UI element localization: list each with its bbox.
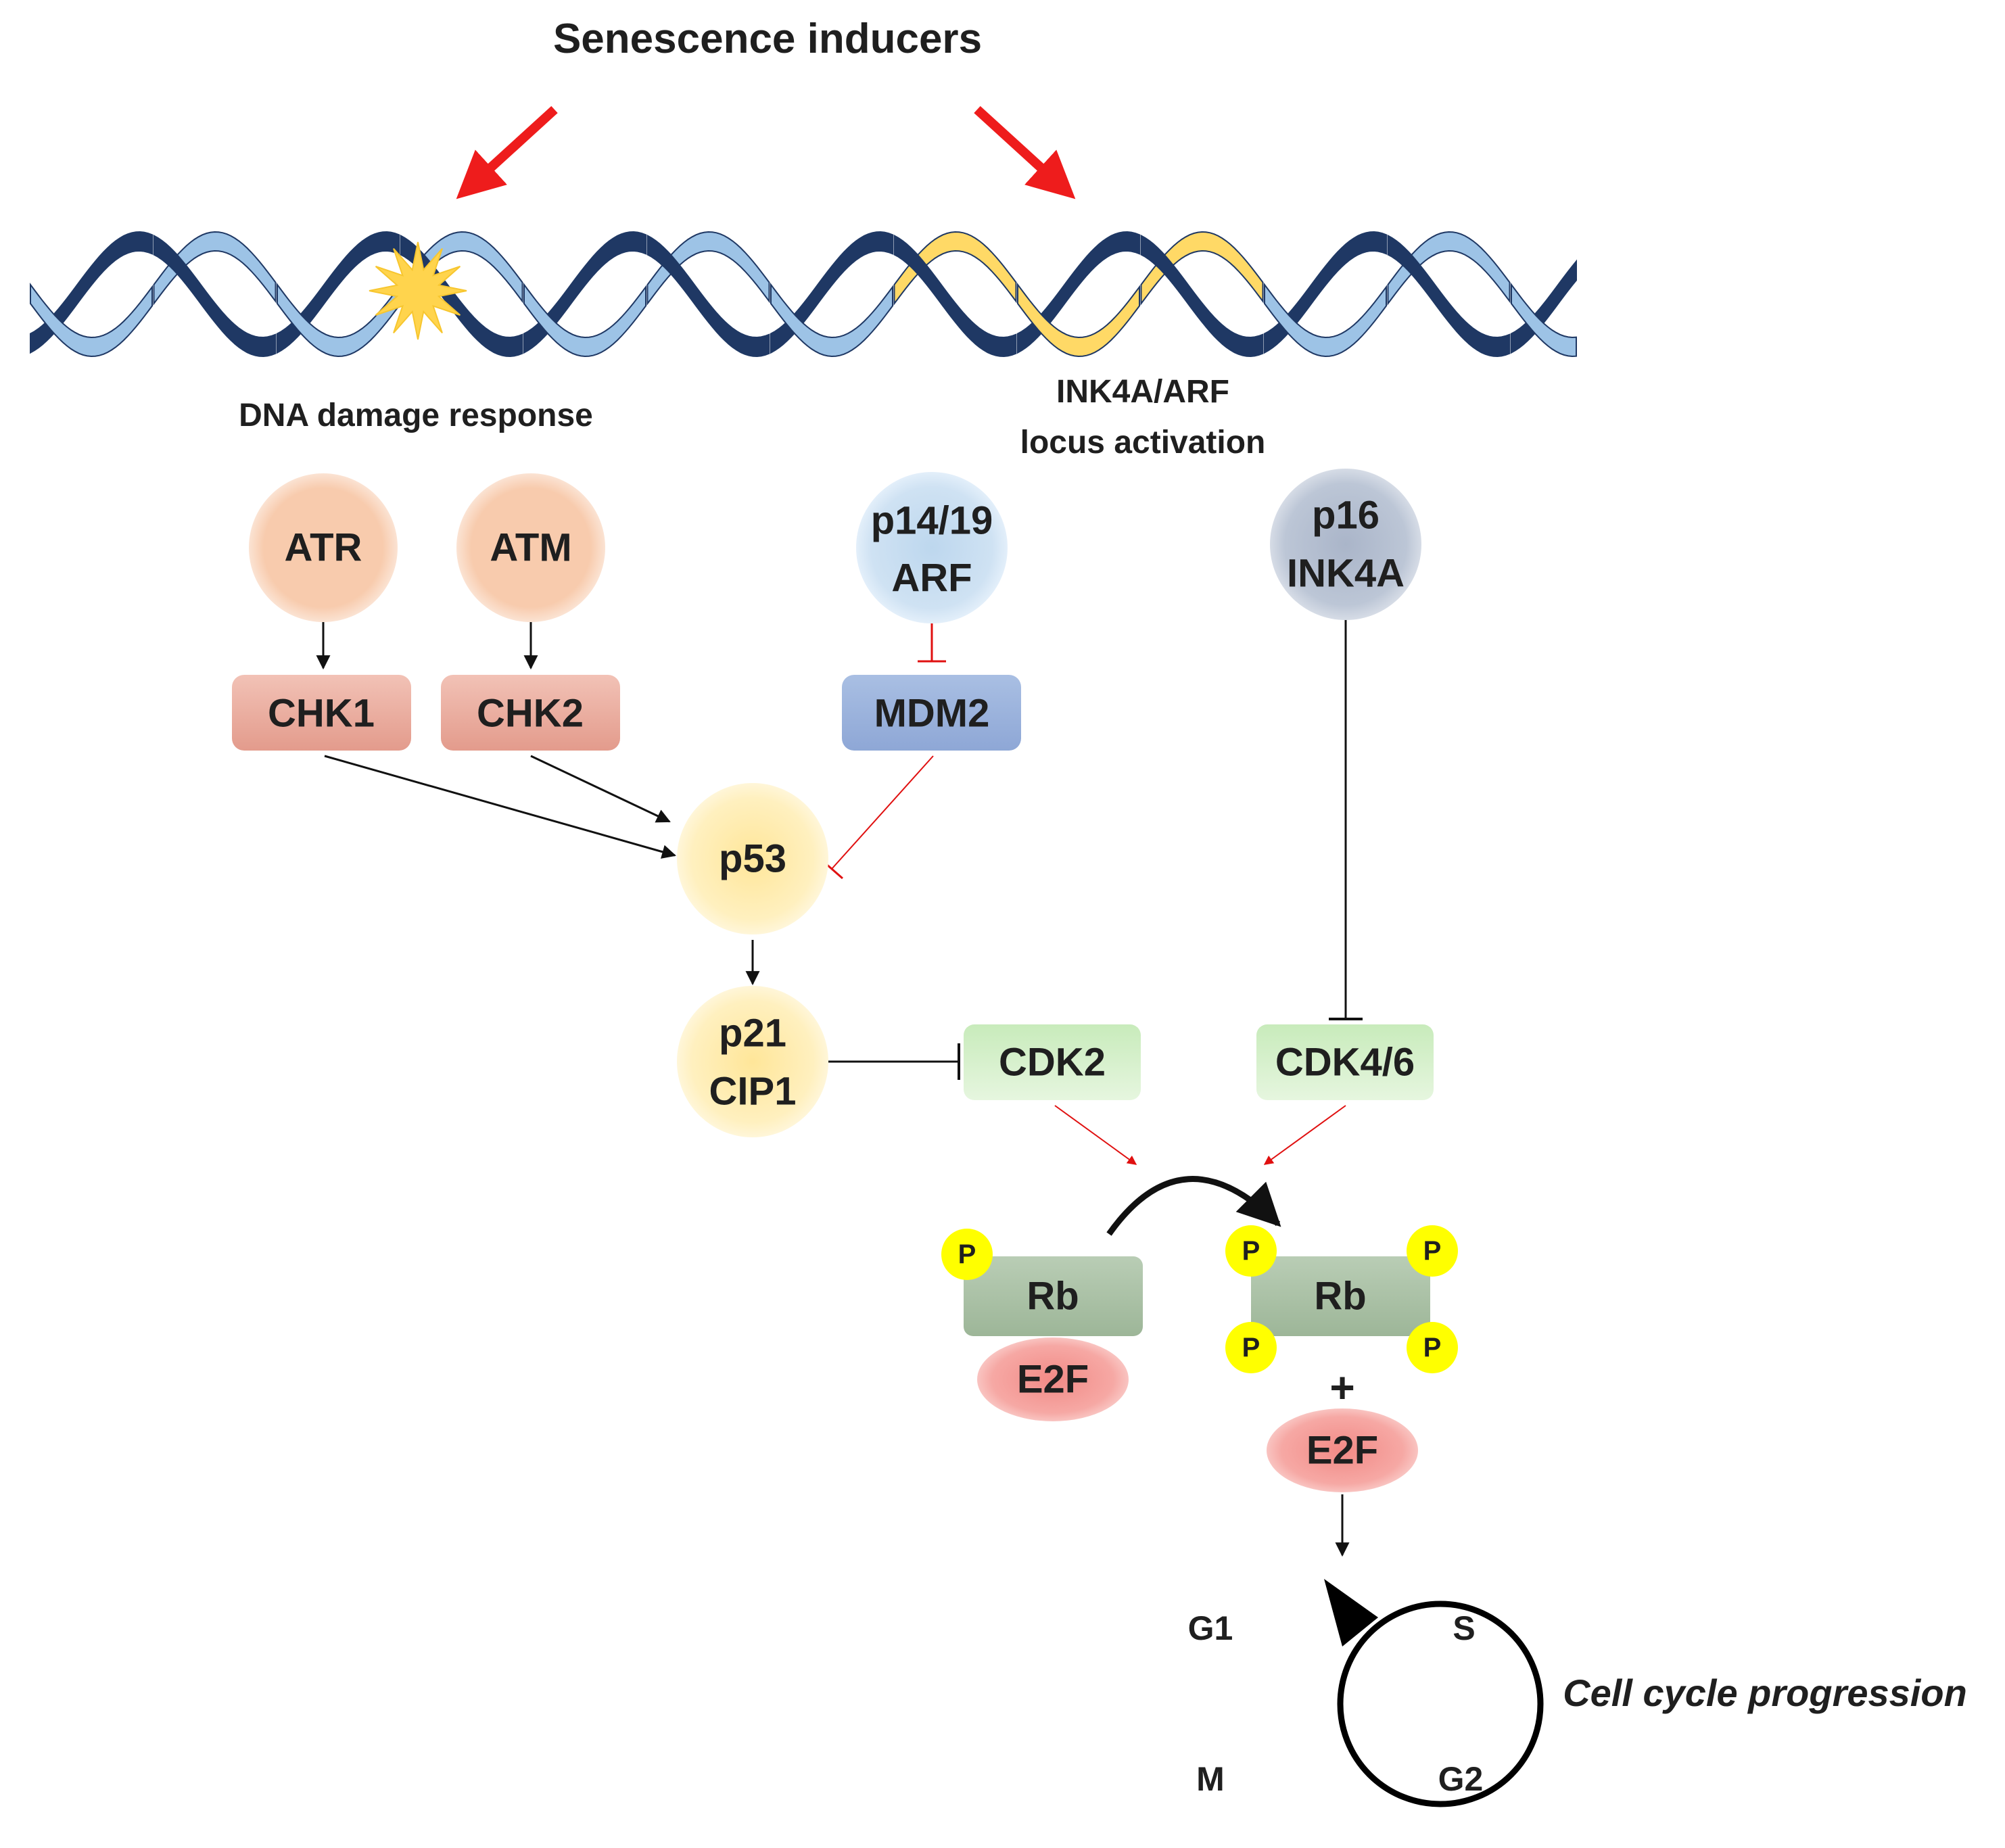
- dna-strand-b-segment: [1140, 234, 1264, 358]
- e2f-right-label: E2F: [1306, 1429, 1378, 1473]
- p16-label-line1: p16: [1312, 494, 1379, 538]
- dna-strand-a-segment: [1264, 283, 1387, 358]
- dna-damage-response-label: DNA damage response: [239, 398, 593, 433]
- arf-label-line2: ARF: [891, 556, 972, 600]
- p53-label: p53: [719, 837, 786, 881]
- dna-strand-a-segment: [277, 283, 400, 358]
- cdk2-label: CDK2: [999, 1041, 1106, 1085]
- arf-label-line1: p14/19: [871, 499, 993, 543]
- p21-label-line2: CIP1: [709, 1070, 797, 1114]
- phospho-right-br-label: P: [1423, 1333, 1442, 1363]
- dna-strand-a-segment: [153, 231, 277, 306]
- dna-strand-b-segment: [893, 234, 1017, 358]
- inducer-arrow-right: [974, 105, 1076, 199]
- phospho-right-tl: [1225, 1225, 1277, 1277]
- rb-e2f-complex-left: E2F Rb P: [941, 1229, 1143, 1421]
- chk2-to-p53-arrow: [530, 755, 671, 823]
- dna-strand-b-segment: [30, 231, 153, 354]
- dna-double-helix: [30, 231, 1577, 358]
- phospho-right-bl: [1225, 1322, 1277, 1373]
- phase-g2: G2: [1438, 1760, 1484, 1798]
- plus-sign: +: [1329, 1363, 1354, 1412]
- dna-strand-a-segment: [646, 231, 770, 306]
- rb-right: [1251, 1256, 1430, 1336]
- cdk2-node: CDK2: [964, 1024, 1141, 1100]
- cell-cycle-diagram: G1 S G2 M: [1188, 1579, 1544, 1807]
- dna-damage-star-icon: [369, 241, 467, 340]
- atm-label: ATM: [490, 526, 571, 570]
- dna-strand-a-segment: [1387, 231, 1511, 306]
- chk2-node: CHK2: [441, 675, 620, 751]
- title-senescence-inducers: Senescence inducers: [553, 16, 982, 62]
- locus-activation-label-line1: INK4A/ARF: [1056, 374, 1229, 410]
- arf-node: p14/19 ARF: [856, 472, 1008, 623]
- phospho-right-tl-label: P: [1242, 1236, 1260, 1266]
- cdk46-node: CDK4/6: [1256, 1024, 1434, 1100]
- dna-strand-a-segment: [770, 283, 893, 358]
- inducer-arrow-left: [456, 105, 558, 199]
- p21-node: p21 CIP1: [677, 986, 828, 1137]
- dna-strand-b-segment: [646, 234, 770, 358]
- cell-cycle-ring: [1337, 1601, 1544, 1807]
- dna-strand-b-segment: [770, 231, 893, 354]
- mdm2-label: MDM2: [874, 692, 990, 736]
- p16-node: p16 INK4A: [1270, 469, 1421, 620]
- cell-cycle-arrowhead-icon: [1324, 1579, 1378, 1646]
- dna-strand-b-segment: [523, 231, 646, 354]
- p21-label-line1: p21: [719, 1012, 786, 1056]
- phosphorylation-curved-arrow: [1106, 1176, 1281, 1236]
- phospho-left-1-label: P: [958, 1239, 976, 1269]
- chk2-label: CHK2: [477, 692, 584, 736]
- e2f-left-label: E2F: [1017, 1358, 1089, 1402]
- rb-right-label: Rb: [1314, 1275, 1366, 1319]
- chk1-node: CHK1: [232, 675, 411, 751]
- dna-strand-a-segment: [893, 231, 1017, 306]
- cell-cycle-caption: Cell cycle progression: [1563, 1672, 1967, 1714]
- atr-node: ATR: [249, 473, 398, 622]
- chk1-label: CHK1: [268, 692, 375, 736]
- mdm2-node: MDM2: [842, 675, 1021, 751]
- locus-activation-label-line2: locus activation: [1020, 425, 1266, 460]
- dna-strand-a-segment: [30, 283, 153, 358]
- phospho-right-tr: [1407, 1225, 1458, 1277]
- phospho-right-bl-label: P: [1242, 1333, 1260, 1363]
- phospho-left-1: [941, 1229, 993, 1280]
- rb-phosphorylated-right: Rb P P P P: [1225, 1225, 1458, 1373]
- dna-strand-b-segment: [1387, 234, 1511, 358]
- p53-node: p53: [677, 783, 828, 934]
- atr-label: ATR: [285, 526, 362, 570]
- phospho-right-br: [1407, 1322, 1458, 1373]
- p16-label-line2: INK4A: [1287, 552, 1405, 596]
- e2f-right-node: E2F: [1267, 1408, 1418, 1492]
- atm-node: ATM: [456, 473, 605, 622]
- dna-strand-a-segment: [523, 283, 646, 358]
- phospho-right-tr-label: P: [1423, 1236, 1442, 1266]
- phase-m: M: [1196, 1760, 1225, 1798]
- phase-s: S: [1453, 1609, 1475, 1647]
- dna-strand-b-segment: [1017, 231, 1140, 354]
- mdm2-inhibits-p53: [831, 755, 934, 870]
- rb-left: [964, 1256, 1143, 1336]
- phase-g1: G1: [1188, 1609, 1233, 1647]
- cdk2-to-rb-arrow: [1054, 1105, 1137, 1165]
- e2f-left: [977, 1337, 1129, 1421]
- dna-strand-b-segment: [153, 234, 277, 358]
- dna-strand-b-segment: [1264, 231, 1387, 354]
- dna-strand-a-segment: [1140, 231, 1264, 306]
- chk1-to-p53-arrow: [324, 755, 677, 859]
- cdk46-to-rb-arrow: [1263, 1105, 1346, 1165]
- dna-strand-a-segment: [1017, 283, 1140, 358]
- rb-left-label: Rb: [1027, 1275, 1079, 1319]
- dna-strand-a-segment: [1511, 283, 1577, 358]
- cdk46-label: CDK4/6: [1275, 1041, 1415, 1085]
